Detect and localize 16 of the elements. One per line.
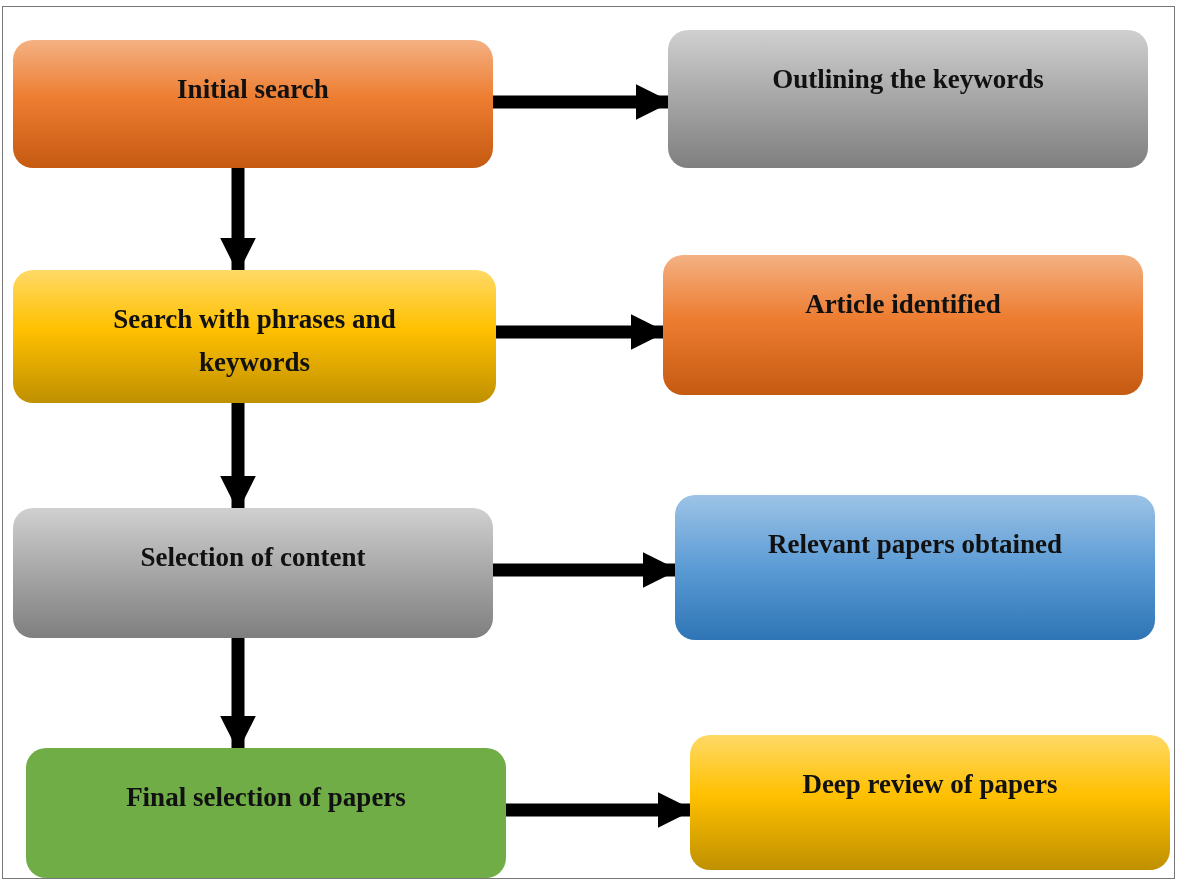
box-label: Search with phrases and keywords (112, 303, 397, 379)
box-label: Relevant papers obtained (768, 528, 1062, 561)
box-label: Final selection of papers (126, 781, 406, 814)
box-label: Selection of content (140, 541, 366, 574)
process-box (690, 735, 1170, 870)
box-label: Article identified (805, 288, 1001, 321)
box-label: Outlining the keywords (772, 63, 1044, 96)
process-box (675, 495, 1155, 640)
box-label: Initial search (177, 73, 329, 106)
process-box (663, 255, 1143, 395)
process-box (26, 748, 506, 878)
process-box (13, 270, 496, 403)
process-box (13, 508, 493, 638)
process-box (668, 30, 1148, 168)
box-label: Deep review of papers (802, 768, 1058, 801)
process-box (13, 40, 493, 168)
